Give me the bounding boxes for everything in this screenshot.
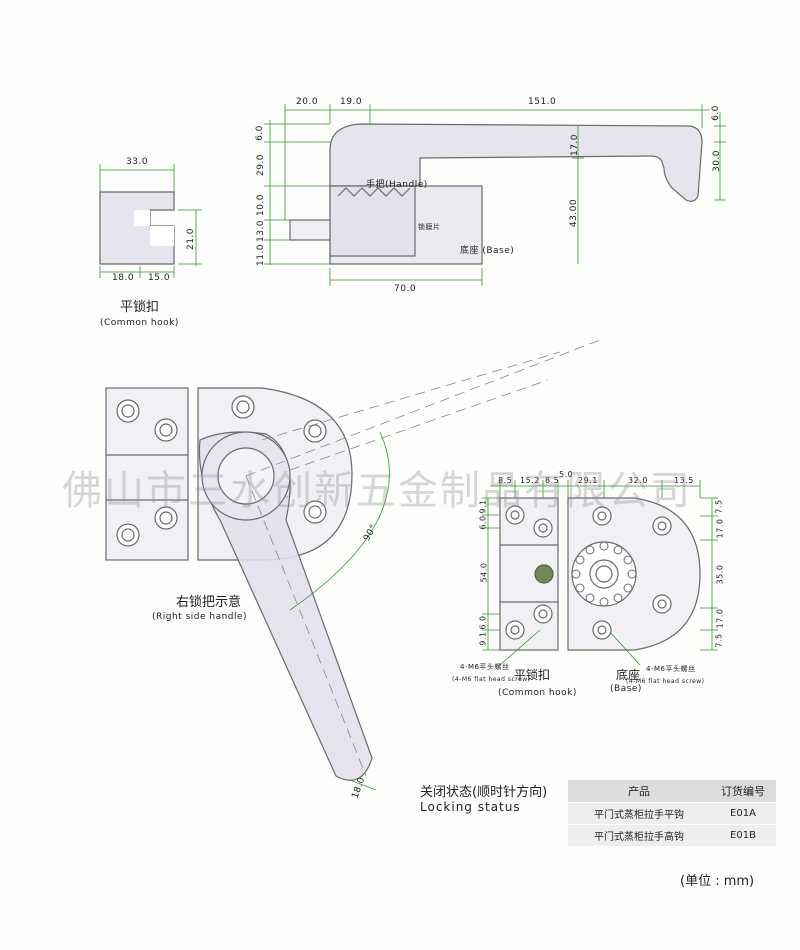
lock-dim-left-3: 54.0 <box>479 562 489 583</box>
hook-title-en: (Common hook) <box>100 318 179 328</box>
label-gasket: 锁膜片 <box>418 223 441 231</box>
table-row: 平门式蒸柜拉手平钩 E01A <box>568 802 776 825</box>
lock-dim-right-4: 17.0 <box>715 608 725 629</box>
lock-dim-top-2: 15.2 <box>520 476 540 485</box>
table-row: 平门式蒸柜拉手高钩 E01B <box>568 824 776 846</box>
lock-hook-zh: 平锁扣 <box>514 668 551 682</box>
lock-base-zh: 底座 <box>616 668 641 682</box>
header-product: 产品 <box>568 780 710 803</box>
lock-dim-left-1: 9.1 <box>478 499 488 514</box>
lock-dim-right-1: 7.5 <box>714 499 724 514</box>
lock-base-en: (Base) <box>610 684 642 694</box>
label-base: 底座 (Base) <box>460 246 515 256</box>
dim-top-2: 19.0 <box>340 97 363 107</box>
dim-bottom: 70.0 <box>394 284 417 294</box>
handle-outline <box>329 123 703 202</box>
handle-gasket-block <box>329 185 416 257</box>
lock-hook-en: (Common hook) <box>498 688 577 698</box>
header-order-code: 订货编号 <box>710 780 776 803</box>
hook-dim-top: 33.0 <box>126 157 149 167</box>
dim-left-2: 29.0 <box>256 153 267 177</box>
dim-right-1: 6.0 <box>710 105 721 121</box>
dim-left-5: 11.0 <box>256 243 267 267</box>
lock-dim-right-5: 7.5 <box>714 633 724 648</box>
order-code: E01B <box>710 824 776 846</box>
screw-label-2-en: (4-M6 flat head screw) <box>626 678 705 685</box>
lock-dim-right-3: 35.0 <box>715 564 725 585</box>
right-handle-view <box>105 387 373 781</box>
lock-dim-top-7: 13.5 <box>674 476 694 485</box>
lock-dim-top-4: 5.0 <box>559 470 574 479</box>
screw-label-1: 4-M6平头螺丝 <box>460 663 510 671</box>
product-name: 平门式蒸柜拉手平钩 <box>568 802 710 825</box>
dim-left-1: 6.0 <box>254 125 265 141</box>
status-en: Locking status <box>420 800 521 814</box>
handle-teeth <box>337 187 411 197</box>
lock-dim-top-5: 29.1 <box>578 476 598 485</box>
hook-title-zh: 平锁扣 <box>120 300 160 315</box>
lock-dim-top-1: 8.5 <box>498 476 513 485</box>
dim-right-2: 30.0 <box>712 149 723 173</box>
label-handle: 手把(Handle) <box>366 180 428 190</box>
screw-label-1-en: (4-M6 flat head screw) <box>452 676 531 683</box>
handle-title-zh: 右锁把示意 <box>176 595 242 610</box>
lock-dim-left-2: 6.0 <box>478 515 488 530</box>
dim-inner-2: 43.00 <box>569 198 580 228</box>
handle-spindle <box>289 219 331 241</box>
handle-title-en: (Right side handle) <box>152 612 248 622</box>
dim-left-3: 10.0 <box>256 193 267 217</box>
status-zh: 关闭状态(顺时针方向) <box>420 785 548 800</box>
order-code: E01A <box>710 802 776 825</box>
unit-note: (单位 : mm) <box>680 874 755 889</box>
dim-top-1: 20.0 <box>296 97 319 107</box>
hook-dim-bottom-2: 15.0 <box>148 273 171 283</box>
dim-left-4: 13.0 <box>256 219 267 243</box>
order-table: 产品 订货编号 平门式蒸柜拉手平钩 E01A 平门式蒸柜拉手高钩 E01B <box>568 780 776 846</box>
mounting-holes <box>116 395 327 547</box>
hook-dim-right: 21.0 <box>186 227 197 251</box>
lock-dim-top-6: 32.0 <box>628 476 648 485</box>
dim-top-3: 151.0 <box>528 97 557 107</box>
lock-dim-right-2: 17.0 <box>715 518 725 539</box>
common-hook-view <box>99 191 175 265</box>
lock-dim-left-5: 9.1 <box>478 631 488 646</box>
handle-elevation-view <box>289 123 703 265</box>
lock-dim-left-4: 6.0 <box>478 615 488 630</box>
common-hook-notch <box>134 210 174 246</box>
hook-dim-bottom-1: 18.0 <box>112 273 135 283</box>
product-name: 平门式蒸柜拉手高钩 <box>568 824 710 846</box>
dim-inner-1: 17.0 <box>570 133 581 157</box>
screw-label-2: 4-M6平头螺丝 <box>646 665 696 673</box>
lock-dim-top-3: 8.5 <box>545 476 560 485</box>
locking-status-view <box>499 497 701 651</box>
hook-pin <box>534 564 554 584</box>
